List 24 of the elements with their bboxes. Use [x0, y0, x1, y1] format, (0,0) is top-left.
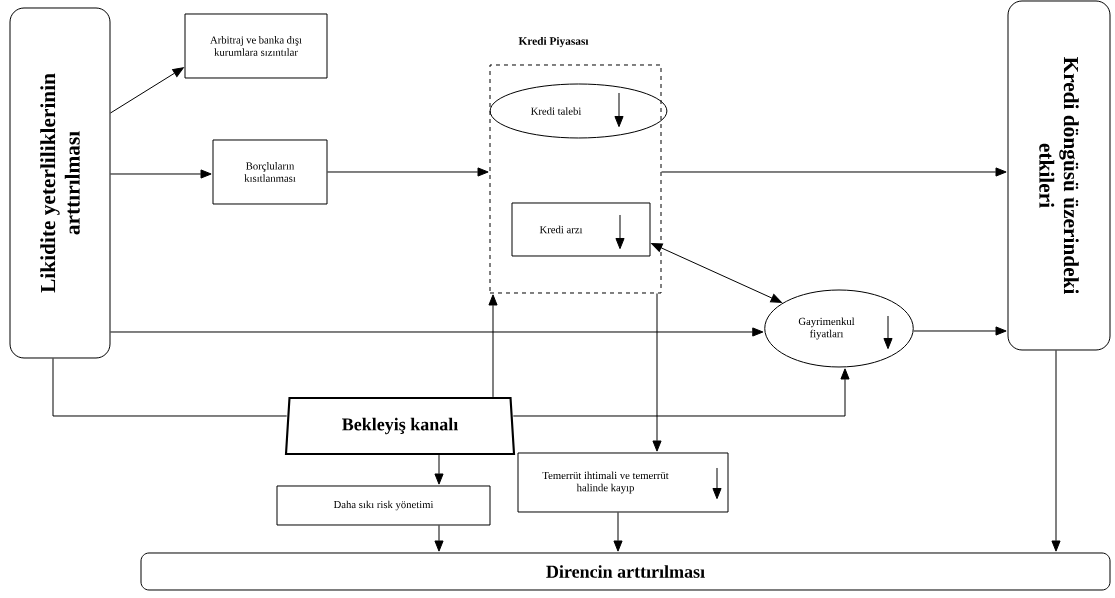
arrow — [327, 167, 489, 177]
arrow — [434, 525, 444, 552]
arrow — [110, 67, 184, 114]
arrow — [661, 167, 1007, 177]
arrow — [913, 326, 1007, 336]
arrow — [613, 512, 623, 552]
arrow — [651, 243, 782, 303]
process-box: Borçluların kısıtlanması — [212, 139, 328, 205]
arrow — [1051, 350, 1061, 552]
side-panel: Likidite yeterliliklerinin arttırılması — [9, 7, 111, 359]
channel-trapezoid: Bekleyiş kanalı — [284, 396, 516, 456]
side-panel: Kredi döngüsü üzerindeki etkileri — [1007, 0, 1111, 351]
result-bar: Direncin arttırılması — [140, 552, 1111, 591]
arrow — [434, 454, 444, 485]
arrow — [488, 294, 498, 398]
arrow — [110, 169, 212, 179]
arrow — [512, 368, 850, 417]
process-box: Temerrüt ihtimali ve temerrüt halinde kayıp — [517, 452, 729, 513]
process-box: Daha sıkı risk yönetimi — [276, 485, 491, 526]
process-box: Kredi arzı — [511, 202, 651, 257]
arrow — [652, 293, 662, 452]
node-label: Kredi Piyasası — [518, 36, 589, 48]
process-box: Arbitraj ve banka dışı kurumlara sızıntılar — [184, 13, 328, 79]
arrow — [110, 327, 764, 337]
